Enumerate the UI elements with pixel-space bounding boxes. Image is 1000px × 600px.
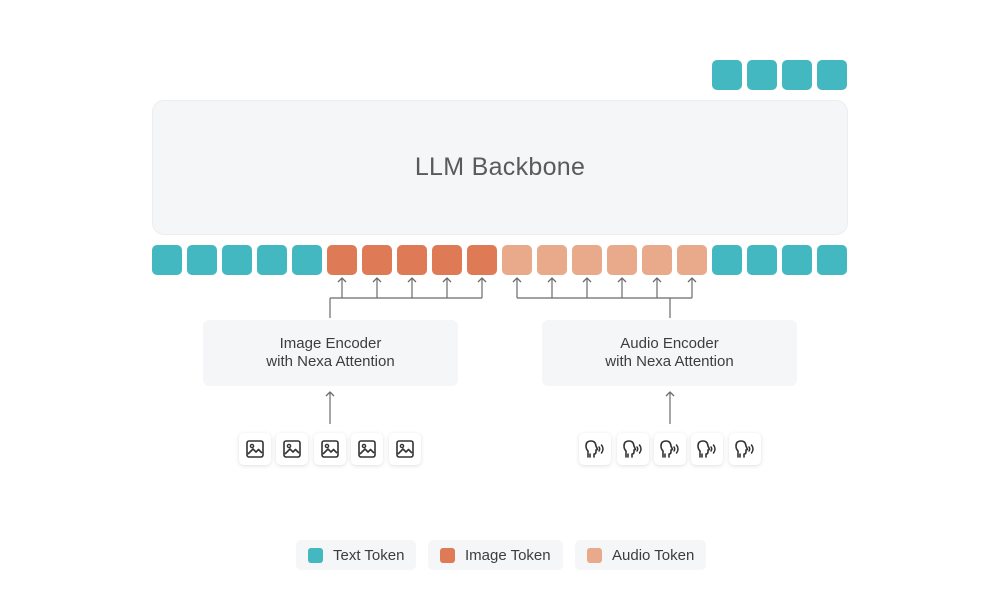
audio-encoder-fanout [512, 277, 697, 318]
input-image-token [467, 245, 497, 275]
input-text-token [712, 245, 742, 275]
legend-item-text-token: Text Token [296, 540, 417, 570]
legend-item-image-token: Image Token [428, 540, 563, 570]
image-icon [314, 433, 346, 465]
input-text-token [292, 245, 322, 275]
image-icon [389, 433, 421, 465]
image-icon [276, 433, 308, 465]
audio-encoder-title: Audio Encoder [620, 335, 719, 352]
image-encoder-title: Image Encoder [279, 335, 382, 352]
llm-backbone-box: LLM Backbone [152, 100, 848, 235]
speaking-head-icon [617, 433, 649, 465]
input-text-token [187, 245, 217, 275]
output-text-token [782, 60, 812, 90]
legend-swatch-text [308, 547, 323, 563]
input-audio-token [572, 245, 602, 275]
output-text-token [747, 60, 777, 90]
image-encoder-box: Image Encoder with Nexa Attention [203, 320, 458, 386]
audio-encoder-subtitle: with Nexa Attention [605, 353, 734, 370]
input-image-token [397, 245, 427, 275]
audio-encoder-box: Audio Encoder with Nexa Attention [542, 320, 797, 386]
speaking-head-icon [654, 433, 686, 465]
legend-swatch-image [440, 547, 455, 563]
input-audio-token [677, 245, 707, 275]
input-audio-token [642, 245, 672, 275]
legend-label-image: Image Token [465, 546, 551, 564]
input-image-token [362, 245, 392, 275]
legend-label-audio: Audio Token [612, 546, 695, 564]
input-text-token [257, 245, 287, 275]
legend-item-audio-token: Audio Token [575, 540, 707, 570]
input-text-token [782, 245, 812, 275]
input-image-token [327, 245, 357, 275]
legend-label-text: Text Token [333, 546, 405, 564]
image-icon [239, 433, 271, 465]
speaking-head-icon [691, 433, 723, 465]
input-audio-token [537, 245, 567, 275]
input-audio-token [502, 245, 532, 275]
speaking-head-icon [729, 433, 761, 465]
output-text-token [712, 60, 742, 90]
input-text-token [222, 245, 252, 275]
image-encoder-fanout [329, 277, 487, 318]
input-audio-token [607, 245, 637, 275]
input-text-token [817, 245, 847, 275]
input-image-token [432, 245, 462, 275]
image-encoder-subtitle: with Nexa Attention [266, 353, 395, 370]
output-text-token [817, 60, 847, 90]
input-text-token [747, 245, 777, 275]
speaking-head-icon [579, 433, 611, 465]
llm-backbone-label: LLM Backbone [414, 153, 586, 181]
image-icon [351, 433, 383, 465]
input-text-token [152, 245, 182, 275]
legend-swatch-audio [587, 547, 602, 563]
